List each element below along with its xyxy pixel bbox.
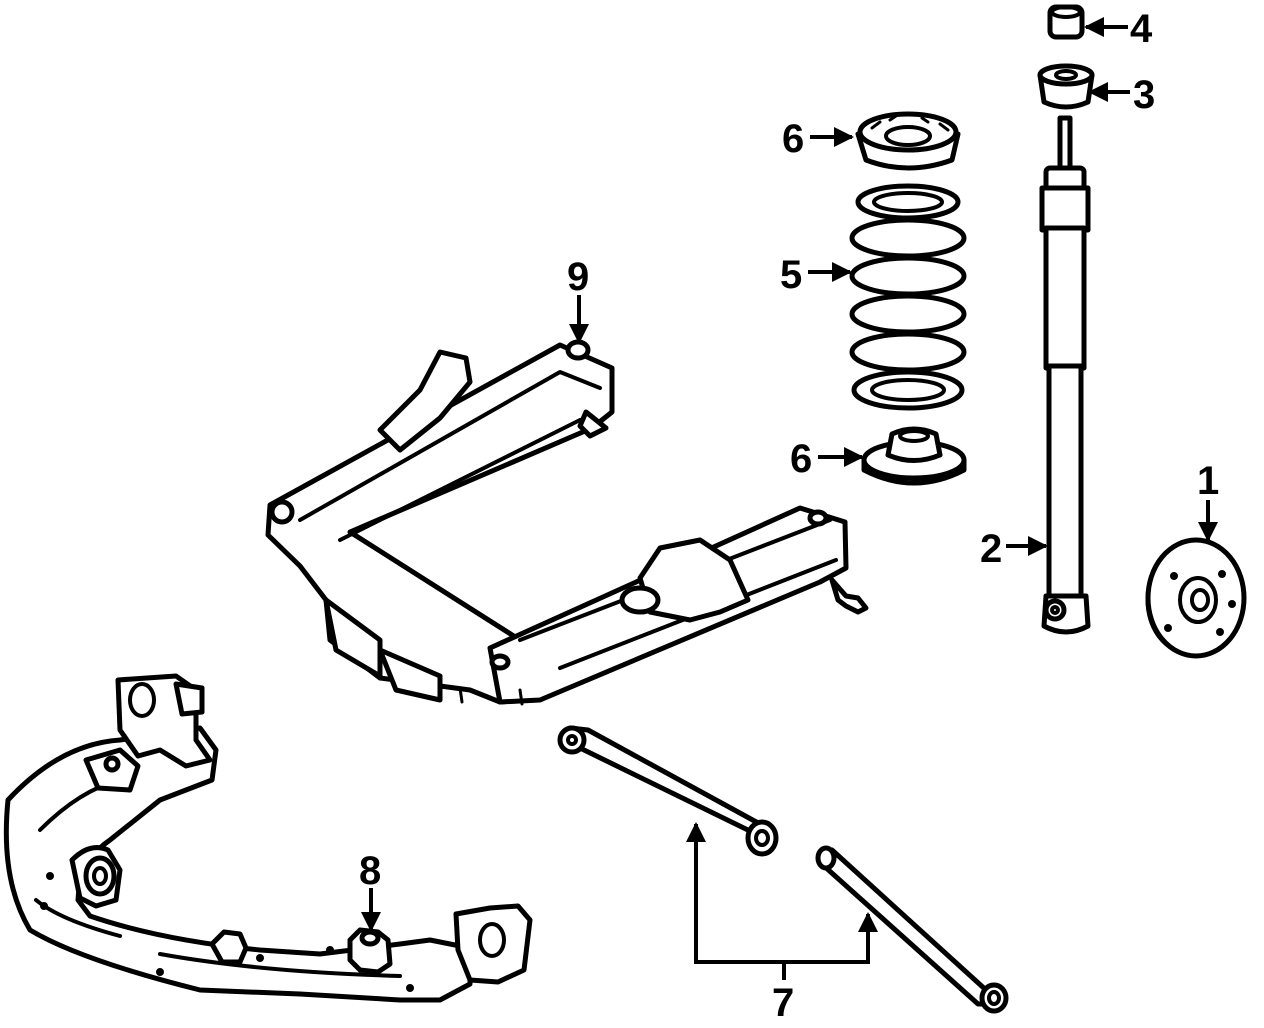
part-7-upper-control-arm[interactable] xyxy=(557,725,779,857)
part-8-rear-crossmember[interactable] xyxy=(3,673,533,1003)
callout-1: 1 xyxy=(1197,459,1219,503)
callout-labels: 4 3 6 5 6 2 1 9 8 7 xyxy=(359,7,1219,1025)
callout-3: 3 xyxy=(1133,73,1155,117)
callout-2: 2 xyxy=(980,527,1002,571)
part-7-lower-control-arm[interactable] xyxy=(815,845,1009,1014)
part-5-coil-spring[interactable] xyxy=(849,183,967,411)
callout-9: 9 xyxy=(567,255,589,299)
leader-arrows xyxy=(361,17,1218,980)
callout-6b: 6 xyxy=(790,437,812,481)
callout-6a: 6 xyxy=(782,117,804,161)
part-6-lower-spring-seat[interactable] xyxy=(861,426,967,486)
part-3-strut-mount[interactable] xyxy=(1037,63,1095,110)
callout-4: 4 xyxy=(1130,7,1153,51)
callout-5: 5 xyxy=(780,253,802,297)
callout-8: 8 xyxy=(359,849,381,893)
part-1-wheel-hub[interactable] xyxy=(1145,537,1247,659)
part-4-upper-bushing[interactable] xyxy=(1047,4,1085,40)
callout-7: 7 xyxy=(772,981,794,1025)
part-6-upper-spring-seat[interactable] xyxy=(855,111,961,171)
arrow-7-bracket xyxy=(686,822,878,964)
part-2-shock-absorber[interactable] xyxy=(1039,115,1091,635)
part-9-subframe[interactable] xyxy=(265,339,869,706)
